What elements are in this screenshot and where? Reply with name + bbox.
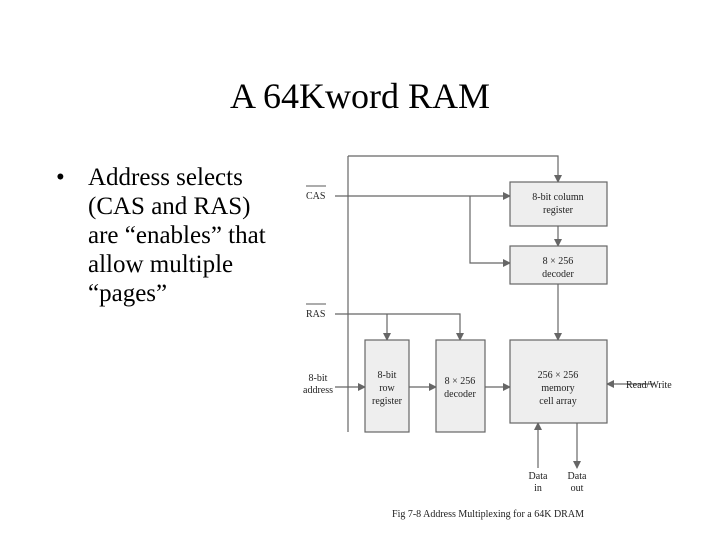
- wire-to-column-register: [348, 155, 562, 183]
- bullet-dot-icon: •: [56, 164, 65, 191]
- ras-label: RAS: [306, 309, 325, 320]
- row-decoder-label-2: decoder: [444, 389, 476, 400]
- column-register-label-2: register: [543, 205, 574, 216]
- row-register-label-3: register: [372, 396, 403, 407]
- io-labels: Data in Data out: [529, 471, 587, 494]
- block-labels: 8-bit column register 8 × 256 decoder 8-…: [372, 192, 584, 407]
- data-in-label-1: Data: [529, 471, 548, 482]
- memory-label-2: memory: [541, 383, 574, 394]
- cas-enable-line: [469, 196, 511, 267]
- column-decoder-label-1: 8 × 256: [543, 256, 574, 267]
- data-in-label-2: in: [534, 483, 542, 494]
- address-label-line1: 8-bit: [309, 373, 328, 384]
- cas-label: CAS: [306, 191, 325, 202]
- ras-line: [335, 313, 464, 341]
- column-register-block: [509, 181, 608, 227]
- row-register-label-2: row: [379, 383, 395, 394]
- row-decoder-block: [435, 339, 486, 433]
- column-register-label-1: 8-bit column: [532, 192, 583, 203]
- figure-caption: Fig 7-8 Address Multiplexing for a 64K D…: [392, 509, 584, 520]
- row-register-label-1: 8-bit: [378, 370, 397, 381]
- signal-labels: CAS RAS 8-bit address Read/Write: [303, 185, 672, 396]
- slide-title: A 64Kword RAM: [229, 76, 490, 116]
- data-out-label-2: out: [571, 483, 584, 494]
- memory-label-3: cell array: [539, 396, 576, 407]
- memory-label-1: 256 × 256: [538, 370, 579, 381]
- data-out-label-1: Data: [568, 471, 587, 482]
- blocks: [364, 181, 608, 433]
- read-write-label: Read/Write: [626, 380, 672, 391]
- memory-array-block: [509, 339, 608, 424]
- bullet-text: Address selects (CAS and RAS) are “enabl…: [88, 164, 266, 307]
- column-decoder-label-2: decoder: [542, 269, 574, 280]
- address-label-line2: address: [303, 385, 333, 396]
- column-decoder-block: [509, 245, 608, 285]
- row-register-block: [364, 339, 410, 433]
- wiring: [335, 155, 654, 469]
- row-decoder-label-1: 8 × 256: [445, 376, 476, 387]
